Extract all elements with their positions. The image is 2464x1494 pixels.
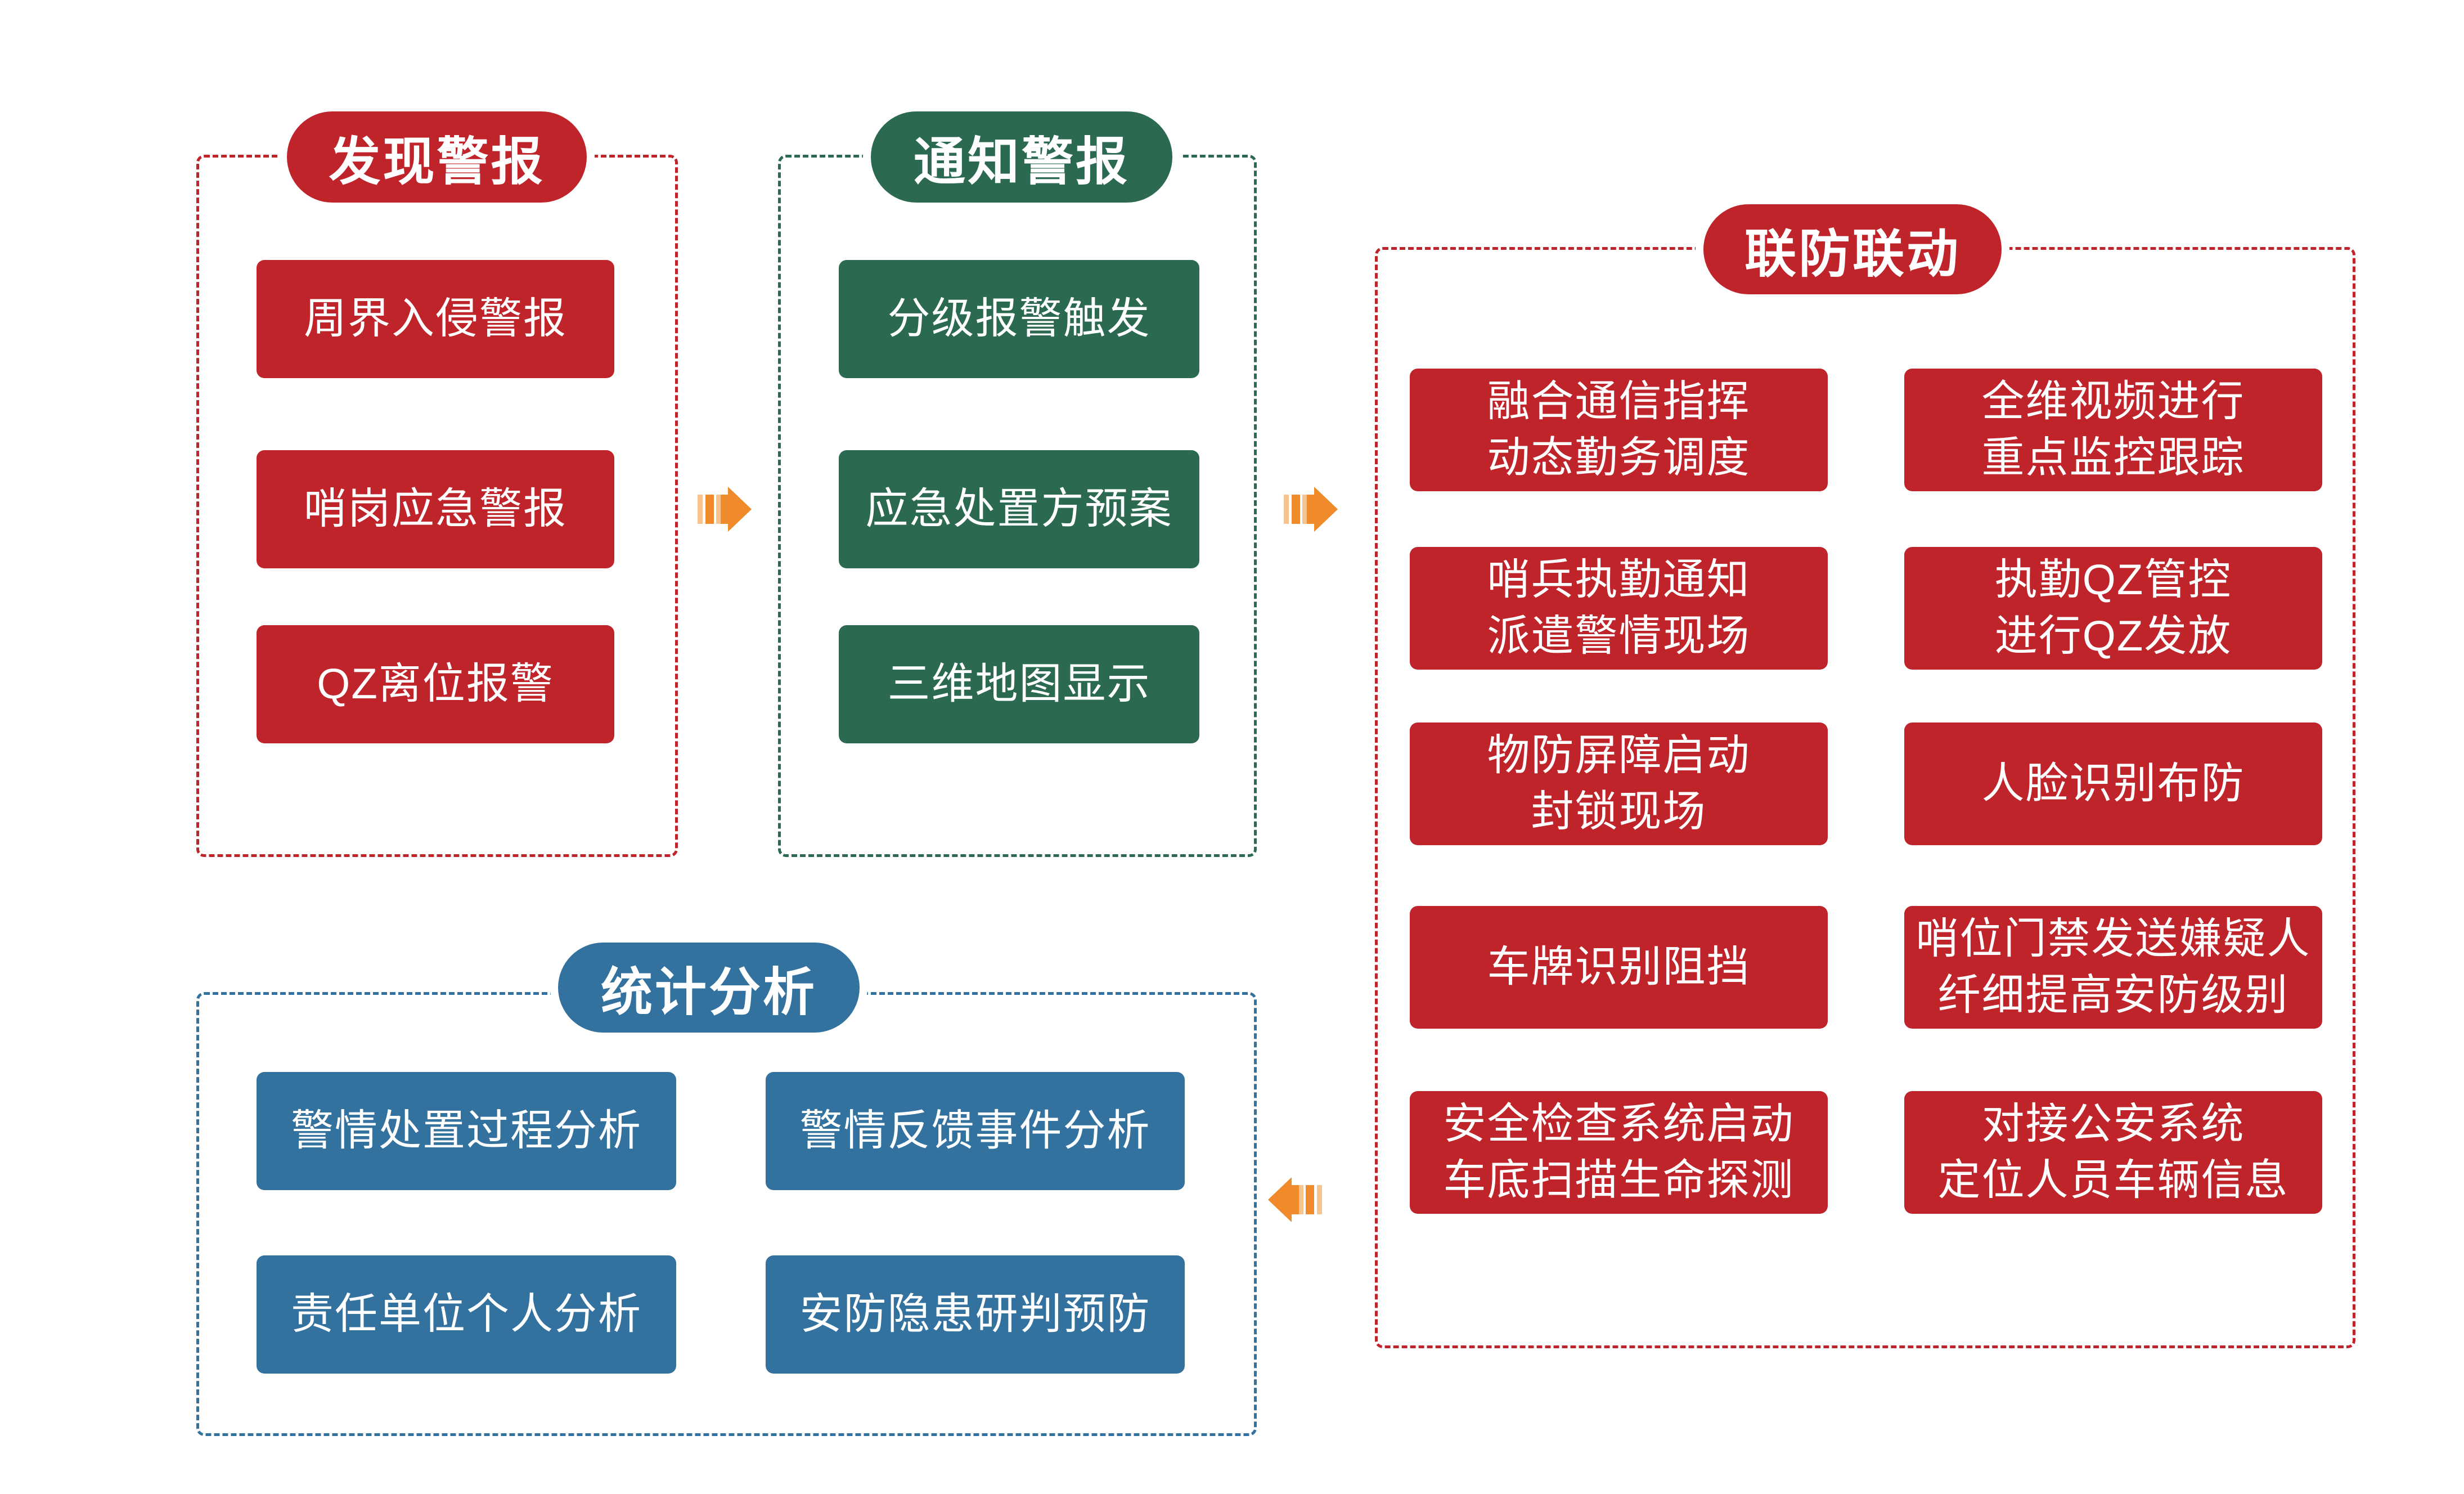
box-hidden-danger-prediction: 安防隐患研判预防: [766, 1255, 1185, 1374]
box-plate-recognition-block: 车牌识别阻挡: [1410, 906, 1828, 1029]
zone-stats-title-pill: 统计分析: [558, 943, 860, 1033]
box-emergency-response-plan: 应急处置方预案: [839, 450, 1199, 568]
box-alarm-feedback-event-analysis: 警情反馈事件分析: [766, 1072, 1185, 1190]
box-security-check-life-detect: 安全检查系统启动 车底扫描生命探测: [1410, 1091, 1828, 1214]
box-alarm-handling-process-analysis: 警情处置过程分析: [257, 1072, 676, 1190]
box-tiered-alarm-trigger: 分级报警触发: [839, 260, 1199, 378]
zone-joint-title-pill: 联防联动: [1703, 204, 2002, 294]
box-integrated-comm-command: 融合通信指挥 动态勤务调度: [1410, 369, 1828, 491]
box-sentry-duty-dispatch: 哨兵执勤通知 派遣警情现场: [1410, 547, 1828, 670]
box-perimeter-intrusion-alarm: 周界入侵警报: [257, 260, 614, 378]
box-physical-barrier-lockdown: 物防屏障启动 封锁现场: [1410, 723, 1828, 845]
zone-notify-title-pill: 通知警报: [871, 111, 1172, 203]
box-qz-offsite-alarm: QZ离位报警: [257, 625, 614, 743]
box-full-video-tracking: 全维视频进行 重点监控跟踪: [1904, 369, 2322, 491]
zone-discover-title-pill: 发现警报: [287, 111, 587, 203]
flow-arrow-right-icon-1: [698, 486, 752, 533]
box-police-system-locate-info: 对接公安系统 定位人员车辆信息: [1904, 1091, 2322, 1214]
flow-arrow-left-icon: [1268, 1176, 1322, 1223]
box-face-recognition-deploy: 人脸识别布防: [1904, 723, 2322, 845]
box-responsible-unit-person-analysis: 责任单位个人分析: [257, 1255, 676, 1374]
box-duty-qz-control: 执勤QZ管控 进行QZ发放: [1904, 547, 2322, 670]
box-sentry-access-suspect-alert: 哨位门禁发送嫌疑人 纤细提高安防级别: [1904, 906, 2322, 1029]
box-3d-map-display: 三维地图显示: [839, 625, 1199, 743]
flow-arrow-right-icon-2: [1284, 486, 1338, 533]
box-sentry-emergency-alarm: 哨岗应急警报: [257, 450, 614, 568]
